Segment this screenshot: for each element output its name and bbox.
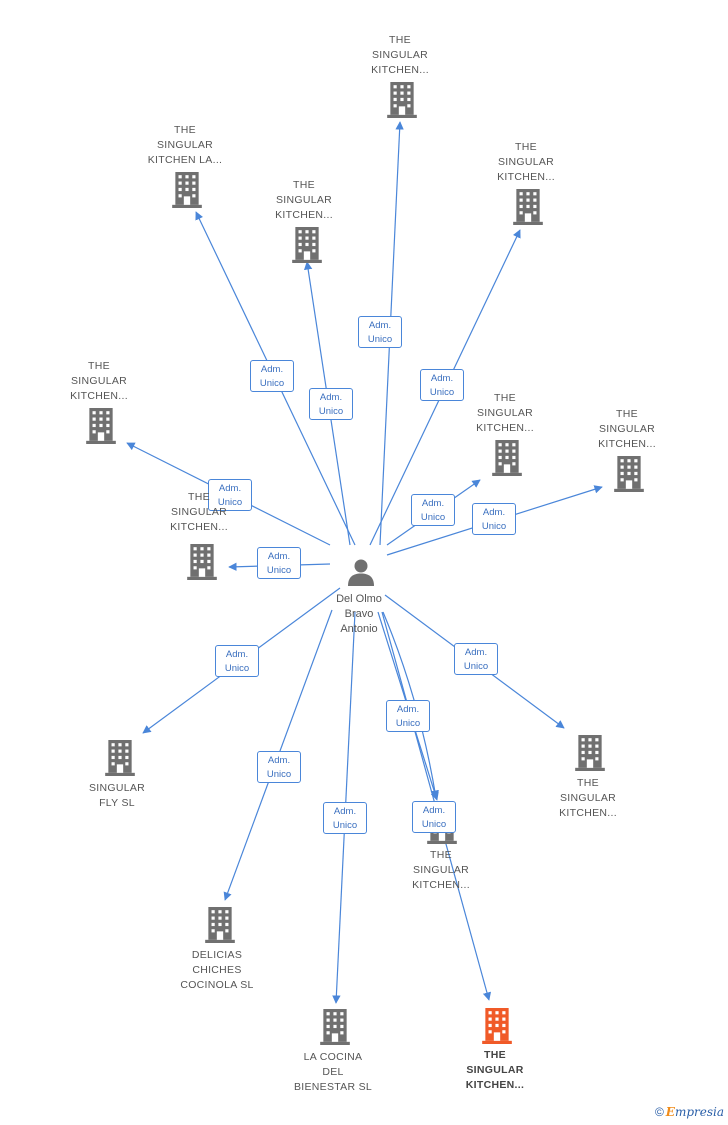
relation-label: Adm. Unico xyxy=(309,388,353,420)
building-icon[interactable] xyxy=(513,189,543,225)
company-name[interactable]: DELICIAS CHICHES COCINOLA SL xyxy=(180,949,254,991)
relation-label: Adm. Unico xyxy=(386,700,430,732)
company-name[interactable]: THE SINGULAR KITCHEN... xyxy=(70,360,128,402)
building-icon[interactable] xyxy=(614,456,644,492)
company-name[interactable]: THE SINGULAR KITCHEN... xyxy=(371,34,429,76)
relation-label: Adm. Unico xyxy=(454,643,498,675)
relation-label: Adm. Unico xyxy=(215,645,259,677)
company-name[interactable]: SINGULAR FLY SL xyxy=(88,782,146,809)
building-icon[interactable] xyxy=(482,1008,512,1044)
brand-name: mpresia xyxy=(674,1105,724,1119)
building-icon[interactable] xyxy=(105,740,135,776)
company-name[interactable]: THE SINGULAR KITCHEN... xyxy=(476,392,534,434)
relation-label: Adm. Unico xyxy=(412,801,456,833)
building-icon[interactable] xyxy=(320,1009,350,1045)
empresia-watermark: ©Empresia xyxy=(655,1105,724,1119)
relation-label: Adm. Unico xyxy=(208,479,252,511)
copyright-symbol: © xyxy=(654,1105,664,1119)
building-icon[interactable] xyxy=(86,408,116,444)
relation-label: Adm. Unico xyxy=(257,547,301,579)
person-name[interactable]: Del Olmo Bravo Antonio xyxy=(336,593,382,635)
company-name[interactable]: THE SINGULAR KITCHEN LA... xyxy=(147,124,223,166)
building-icon[interactable] xyxy=(292,227,322,263)
relation-label: Adm. Unico xyxy=(323,802,367,834)
relation-label: Adm. Unico xyxy=(472,503,516,535)
relation-label: Adm. Unico xyxy=(257,751,301,783)
company-name[interactable]: THE SINGULAR KITCHEN... xyxy=(559,777,617,819)
relation-label: Adm. Unico xyxy=(250,360,294,392)
company-name[interactable]: THE SINGULAR KITCHEN... xyxy=(598,408,656,450)
relation-label: Adm. Unico xyxy=(358,316,402,348)
building-icon[interactable] xyxy=(492,440,522,476)
company-name[interactable]: THE SINGULAR KITCHEN... xyxy=(465,1049,525,1091)
building-icon[interactable] xyxy=(575,735,605,771)
person-icon[interactable] xyxy=(348,559,374,587)
company-name[interactable]: THE SINGULAR KITCHEN... xyxy=(275,179,333,221)
building-icon[interactable] xyxy=(205,907,235,943)
brand-initial: E xyxy=(665,1105,675,1119)
relation-label: Adm. Unico xyxy=(411,494,455,526)
company-name[interactable]: LA COCINA DEL BIENESTAR SL xyxy=(293,1051,373,1093)
building-icon[interactable] xyxy=(172,172,202,208)
company-name[interactable]: THE SINGULAR KITCHEN... xyxy=(412,849,470,891)
building-icon[interactable] xyxy=(187,544,217,580)
relation-label: Adm. Unico xyxy=(420,369,464,401)
company-name[interactable]: THE SINGULAR KITCHEN... xyxy=(497,141,555,183)
company-name[interactable]: THE SINGULAR KITCHEN... xyxy=(170,491,228,533)
building-icon[interactable] xyxy=(387,82,417,118)
